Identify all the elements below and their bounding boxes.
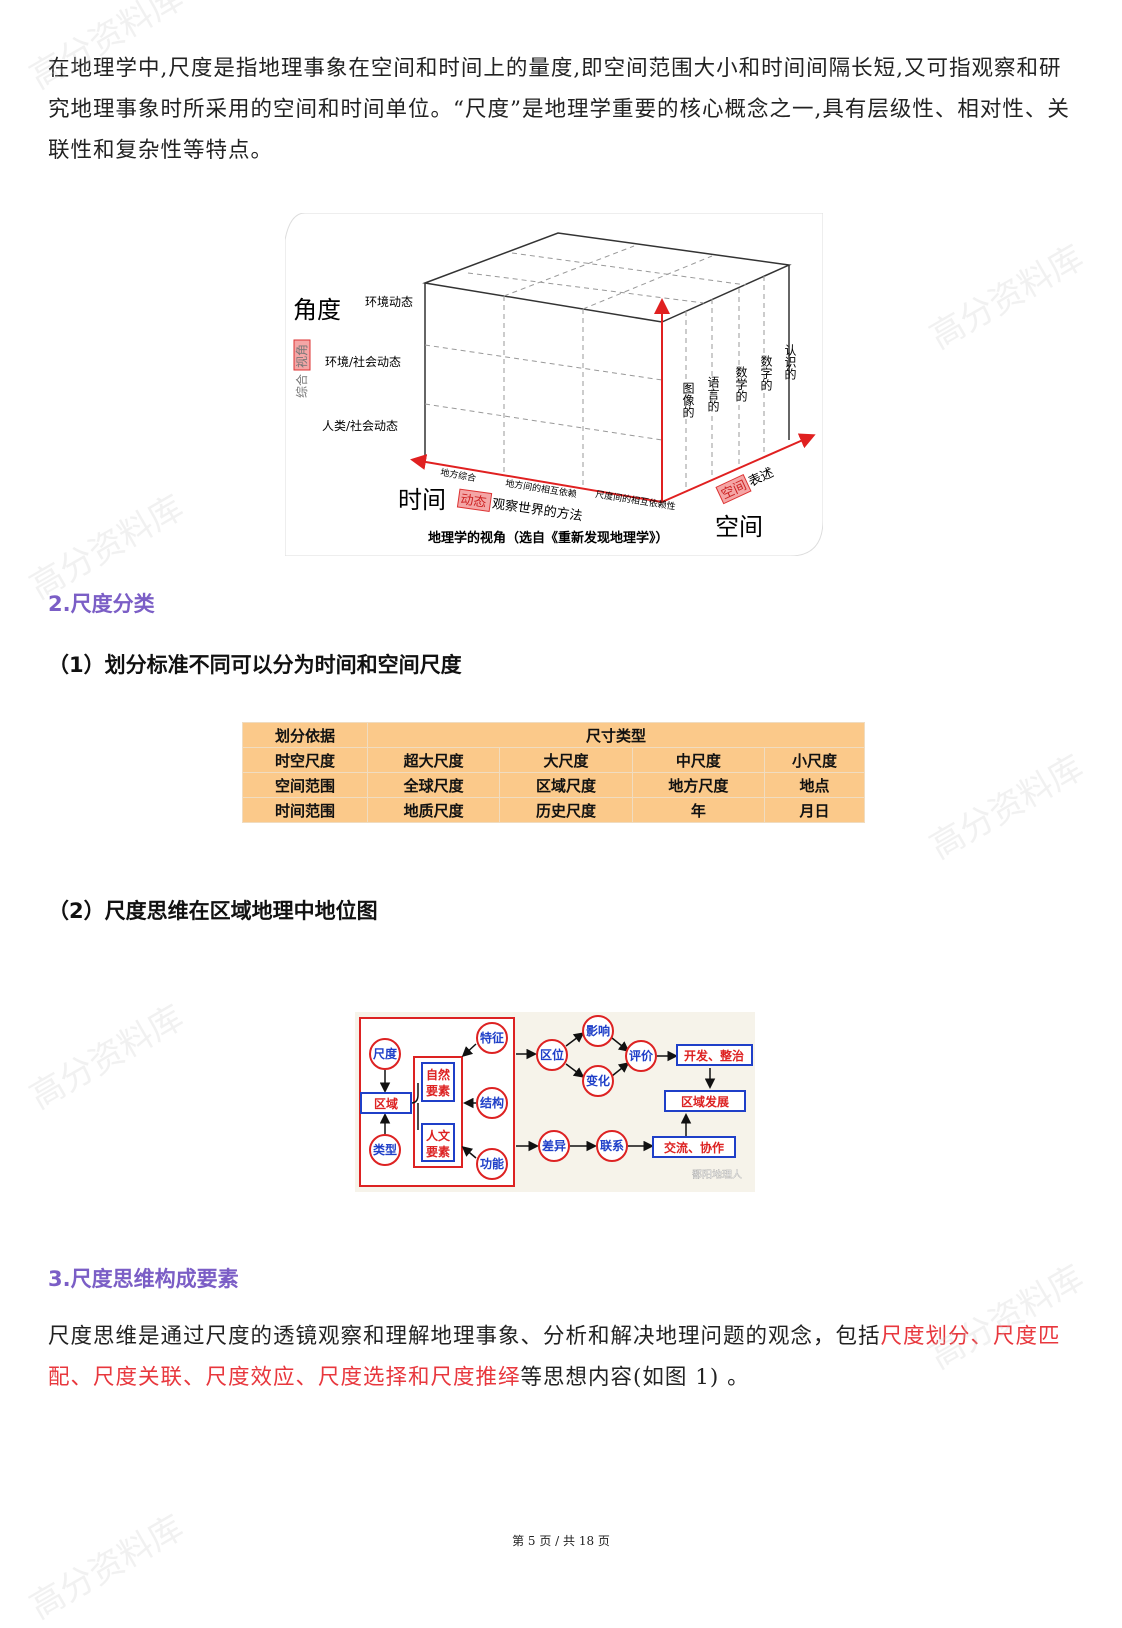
- node-location: 区位: [540, 1047, 564, 1062]
- subsection-1-title: （1）划分标准不同可以分为时间和空间尺度: [48, 653, 462, 677]
- node-evaluation: 评价: [629, 1049, 654, 1063]
- angle-row: 环境动态: [365, 294, 413, 309]
- time-axis-arrow: [410, 454, 663, 503]
- watermark: 高分资料库: [23, 997, 191, 1118]
- table-row: 时空尺度 超大尺度 大尺度 中尺度 小尺度: [242, 747, 865, 773]
- table-row: 划分依据 尺寸类型: [242, 722, 865, 748]
- node-exchange: 交流、协作: [664, 1140, 724, 1155]
- table-row: 时间范围 地质尺度 历史尺度 年 月日: [242, 797, 865, 823]
- scale-thinking-diagram: 尺度 类型 特征 结构 功能 区位 影响 变化 评价 差异 联系 区域 自然 要…: [355, 1012, 755, 1192]
- watermark: 高分资料库: [923, 747, 1091, 868]
- node-connection: 联系: [600, 1138, 624, 1153]
- table-cell: 小尺度: [764, 747, 865, 773]
- paragraph-text: 尺度思维是通过尺度的透镜观察和理解地理事象、分析和解决地理问题的观念，包括: [48, 1324, 881, 1349]
- node-scale: 尺度: [373, 1046, 398, 1061]
- table-cell: 地质尺度: [366, 797, 501, 823]
- table-cell: 历史尺度: [499, 797, 633, 823]
- node-human: 人文: [426, 1128, 451, 1143]
- table-cell: 年: [631, 797, 766, 823]
- table-cell: 地点: [764, 772, 865, 798]
- paragraph-text: 等思想内容(如图 1) 。: [520, 1365, 750, 1390]
- space-label: 空间: [715, 513, 763, 541]
- table-cell: 地方尺度: [631, 772, 766, 798]
- scale-table: 划分依据 尺寸类型 时空尺度 超大尺度 大尺度 中尺度 小尺度 空间范围 全球尺…: [242, 722, 865, 823]
- section-3-paragraph: 尺度思维是通过尺度的透镜观察和理解地理事象、分析和解决地理问题的观念，包括尺度划…: [48, 1316, 1078, 1398]
- node-structure: 结构: [480, 1095, 504, 1110]
- table-row: 空间范围 全球尺度 区域尺度 地方尺度 地点: [242, 772, 865, 798]
- table-cell: 区域尺度: [499, 772, 633, 798]
- table-header: 划分依据: [242, 722, 368, 748]
- cube-grid: [424, 245, 765, 490]
- angle-row: 环境/社会动态: [325, 354, 401, 369]
- vertical-highlight: 视角: [294, 344, 309, 368]
- space-column: 数字的: [759, 354, 773, 391]
- node-change: 变化: [586, 1073, 610, 1088]
- table-cell: 超大尺度: [366, 747, 501, 773]
- space-axis-arrow: [661, 433, 816, 503]
- node-regional-development: 区域发展: [681, 1094, 729, 1109]
- diagram-watermark: 鄱阳地理人: [692, 1168, 742, 1181]
- time-label: 时间: [398, 486, 446, 514]
- node-difference: 差异: [541, 1138, 566, 1153]
- table-cell: 全球尺度: [366, 772, 501, 798]
- geography-perspective-figure: 角度 环境动态 环境/社会动态 人类/社会动态 综合 视角 图像的 语言的 数学…: [285, 213, 823, 556]
- table-cell: 月日: [764, 797, 865, 823]
- node-human: 要素: [426, 1144, 450, 1159]
- node-natural: 自然: [426, 1067, 450, 1082]
- space-column: 认识的: [783, 344, 797, 380]
- node-region: 区域: [374, 1096, 398, 1111]
- watermark: 高分资料库: [923, 237, 1091, 358]
- node-influence: 影响: [586, 1023, 610, 1038]
- space-column: 图像的: [681, 382, 695, 418]
- figure-caption: 地理学的视角（选自《重新发现地理学》）: [428, 530, 669, 546]
- dynamic-highlight: 动态: [459, 492, 487, 510]
- section-2-title: 2.尺度分类: [48, 592, 155, 616]
- table-cell: 大尺度: [499, 747, 633, 773]
- table-cell: 中尺度: [631, 747, 766, 773]
- space-column: 数学的: [734, 365, 748, 402]
- node-develop: 开发、整治: [684, 1048, 744, 1063]
- watermark: 高分资料库: [23, 1507, 191, 1628]
- node-natural: 要素: [426, 1083, 450, 1098]
- table-cell: 时空尺度: [242, 747, 368, 773]
- angle-row: 人类/社会动态: [322, 418, 398, 433]
- vertical-label: 综合: [294, 374, 309, 398]
- section-3-title: 3.尺度思维构成要素: [48, 1267, 239, 1291]
- angle-label: 角度: [293, 296, 341, 324]
- highlighted-terms: 尺度划分、尺度匹配、尺度关联、尺度效应、尺度选择和尺度推绎: [48, 1324, 1061, 1390]
- table-header: 尺寸类型: [367, 722, 865, 748]
- intro-paragraph: 在地理学中,尺度是指地理事象在空间和时间上的量度,即空间范围大小和时间间隔长短,…: [48, 56, 1070, 163]
- space-column: 语言的: [706, 376, 720, 412]
- node-function: 功能: [480, 1156, 504, 1171]
- subsection-2-title: （2）尺度思维在区域地理中地位图: [48, 899, 378, 923]
- node-feature: 特征: [480, 1030, 504, 1045]
- table-cell: 时间范围: [242, 797, 368, 823]
- node-type: 类型: [373, 1142, 397, 1157]
- table-cell: 空间范围: [242, 772, 368, 798]
- page-footer: 第 5 页 / 共 18 页: [512, 1534, 610, 1548]
- figure-frame: [285, 213, 823, 556]
